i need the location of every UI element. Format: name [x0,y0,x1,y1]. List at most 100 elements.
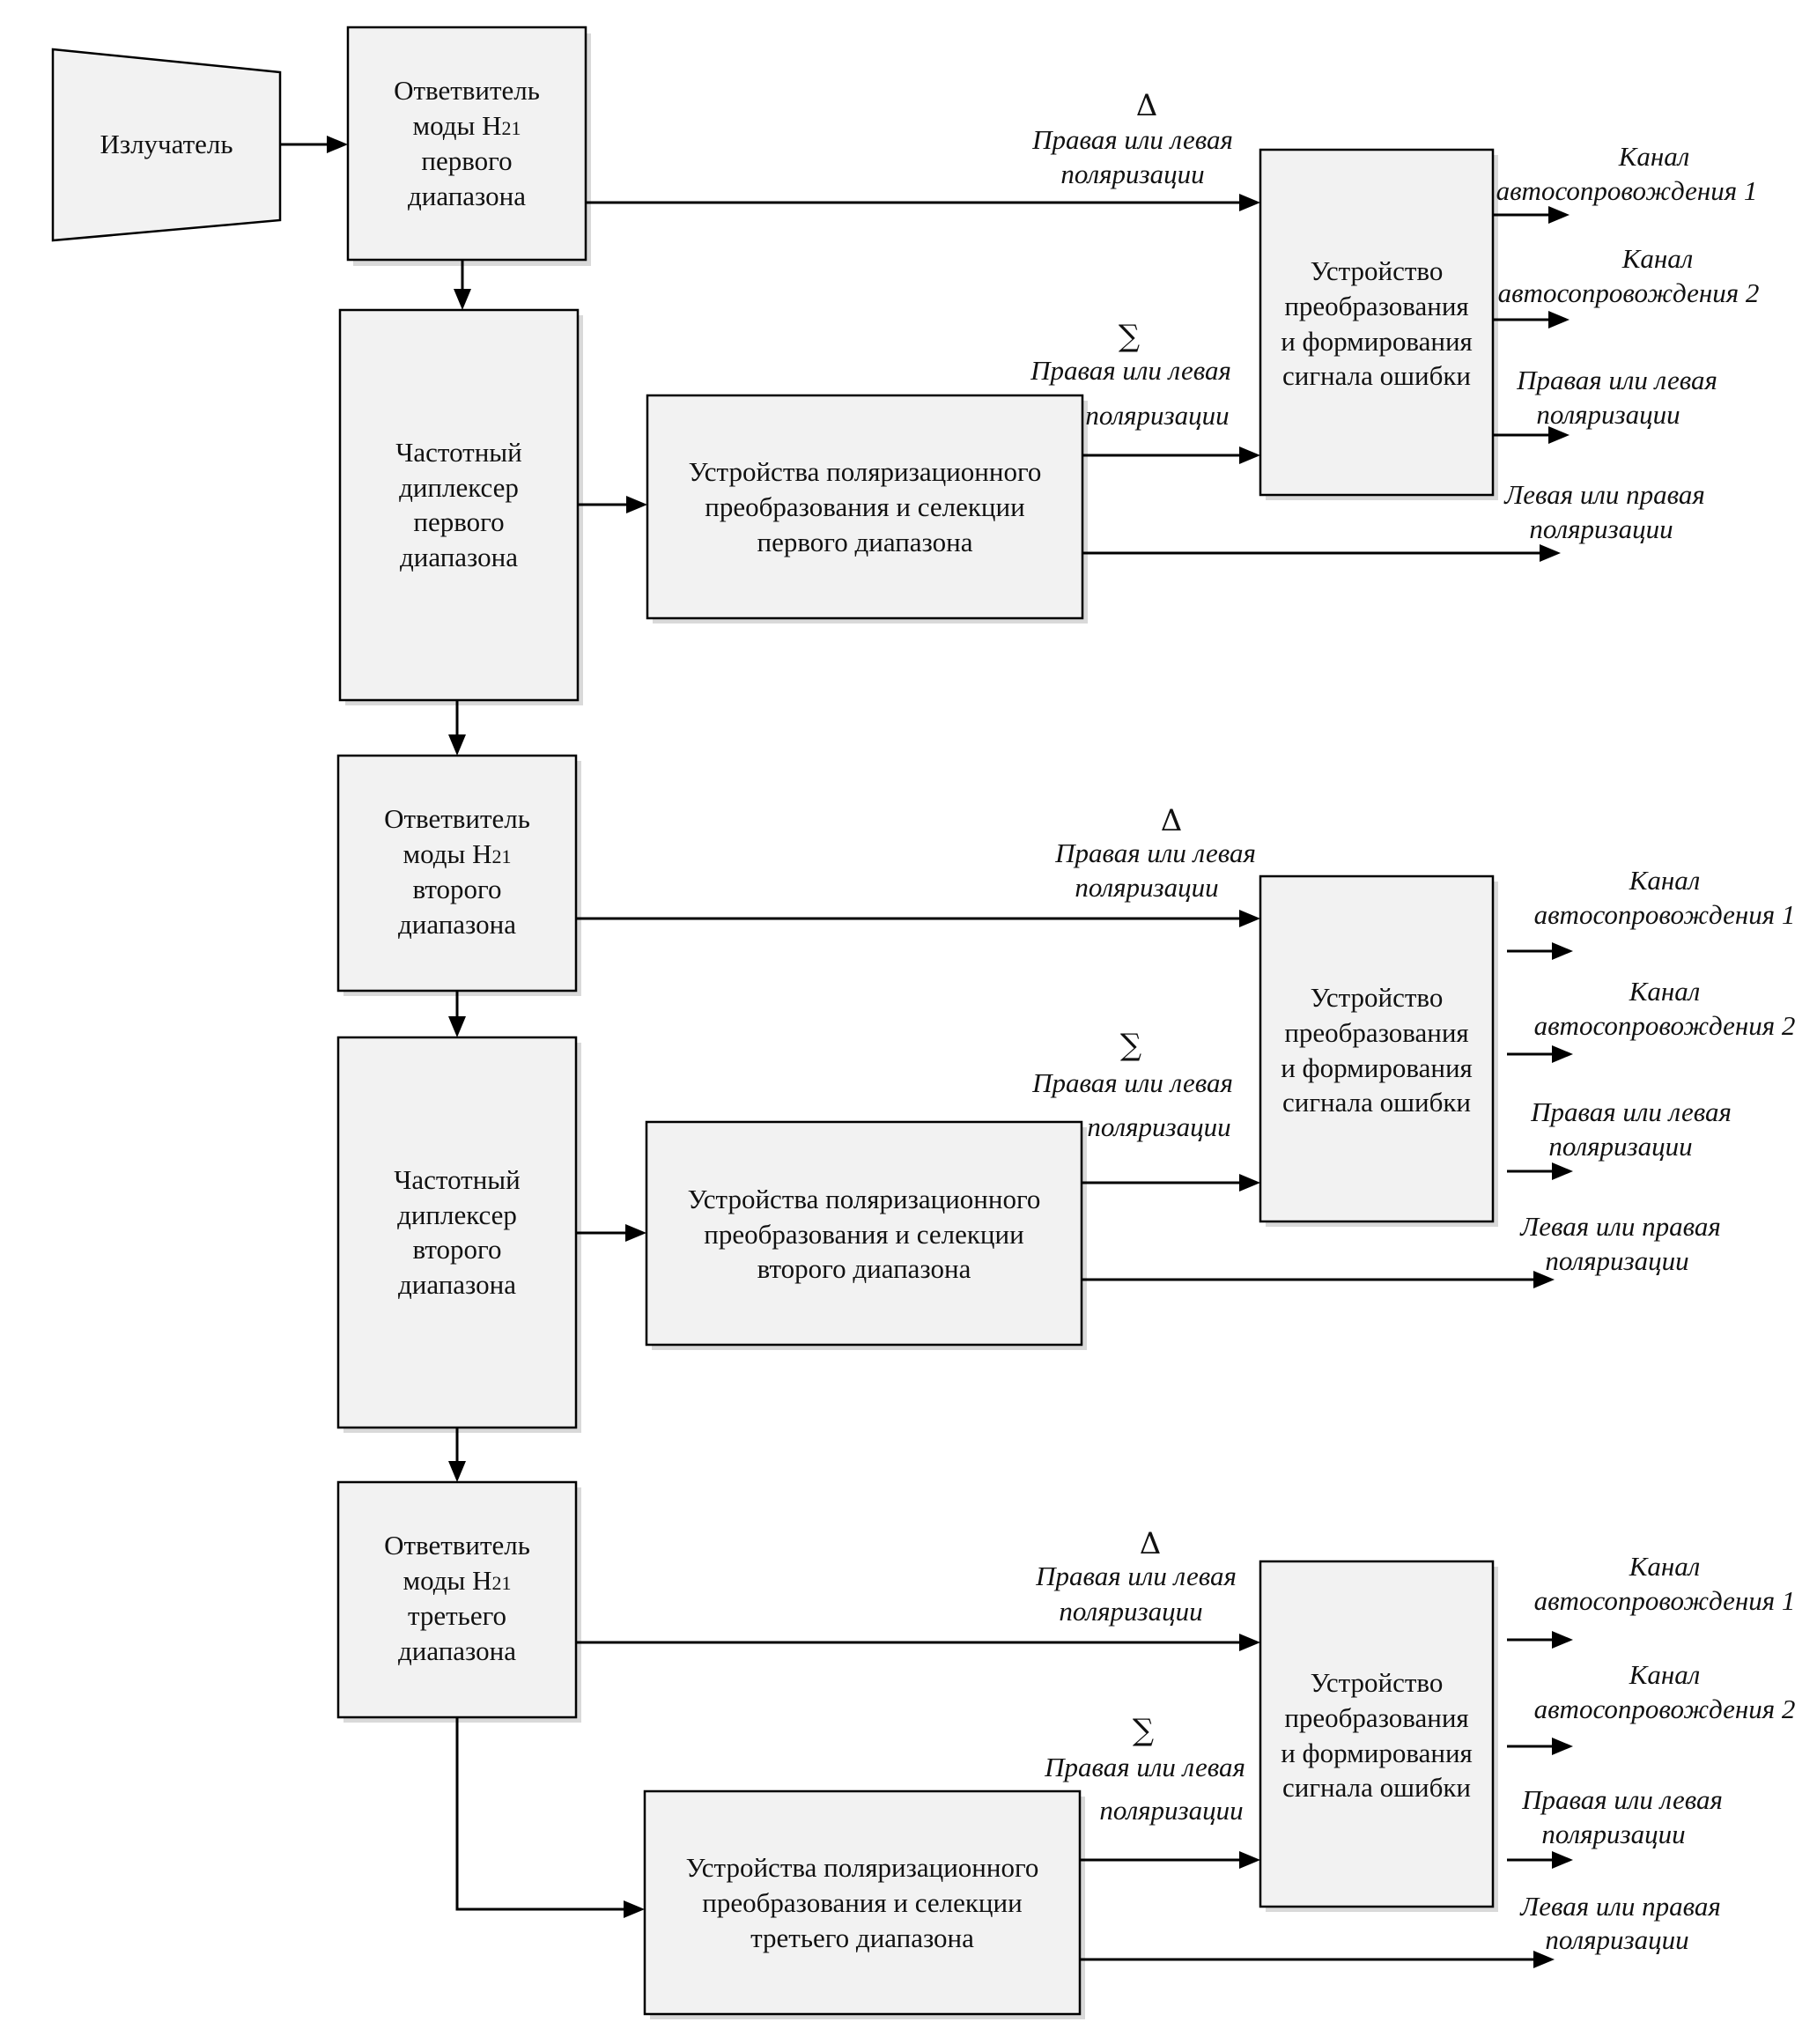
svg-text:Канал: Канал [1629,865,1700,896]
svg-text:диапазона: диапазона [398,1635,516,1666]
svg-text:Правая или левая: Правая или левая [1530,1096,1732,1127]
svg-text:Устройство: Устройство [1311,982,1444,1013]
svg-text:поляризации: поляризации [1087,1111,1230,1142]
svg-text:автосопровождения 2: автосопровождения 2 [1534,1693,1796,1724]
polarization-block-1 [646,394,1084,620]
svg-text:сигнала ошибки: сигнала ошибки [1282,1772,1471,1803]
svg-text:преобразования: преобразования [1284,1702,1468,1733]
delta-symbol: Δ [1136,88,1158,123]
converter-label-3: Устройство преобразования и формирования… [1281,1667,1473,1803]
svg-text:Устройство: Устройство [1311,255,1444,286]
svg-text:поляризации: поляризации [1099,1795,1243,1826]
svg-text:преобразования: преобразования [1284,1017,1468,1048]
svg-text:преобразования и селекции: преобразования и селекции [705,491,1024,522]
polarization-block-3 [643,1789,1082,2016]
svg-text:∑: ∑ [1120,1028,1141,1063]
coupler-block-2 [336,754,578,992]
svg-text:диапазона: диапазона [400,542,518,572]
svg-text:первого диапазона: первого диапазона [757,527,973,557]
svg-text:первого: первого [421,145,512,176]
svg-text:Канал: Канал [1629,1551,1700,1582]
sigma-symbol: ∑ [1119,319,1140,354]
coupler-label-2: Ответвитель моды H21 второго диапазона [384,803,530,940]
svg-text:Устройства поляризационного: Устройства поляризационного [686,1852,1039,1883]
svg-text:моды H21: моды H21 [403,838,512,869]
svg-text:Правая или левая: Правая или левая [1030,355,1231,386]
svg-text:Левая или правая: Левая или правая [1503,479,1705,510]
svg-text:третьего: третьего [408,1600,506,1631]
coupler-label-3: Ответвитель моды H21 третьего диапазона [384,1530,530,1666]
svg-text:преобразования и селекции: преобразования и селекции [702,1887,1022,1918]
svg-text:второго диапазона: второго диапазона [757,1253,971,1284]
svg-text:автосопровождения 2: автосопровождения 2 [1534,1010,1796,1041]
polarization-block-2 [645,1120,1083,1347]
svg-text:сигнала ошибки: сигнала ошибки [1282,1087,1471,1118]
converter-label-1: Устройство преобразования и формирования… [1281,255,1473,391]
diplexer-label-2: Частотный диплексер второго диапазона [394,1164,520,1300]
svg-text:Канал: Канал [1621,243,1693,274]
svg-text:и формирования: и формирования [1281,326,1473,357]
svg-text:диапазона: диапазона [408,181,526,211]
svg-text:диапазона: диапазона [398,909,516,940]
svg-text:Ответвитель: Ответвитель [394,75,540,106]
svg-text:Правая или левая: Правая или левая [1044,1752,1245,1782]
svg-text:моды H21: моды H21 [403,1565,512,1596]
svg-text:Ответвитель: Ответвитель [384,1530,530,1561]
coupler-label-1: Ответвитель моды H21 первого диапазона [394,75,540,211]
emitter-block [51,48,282,242]
svg-text:диплексер: диплексер [397,1199,517,1230]
svg-text:второго: второго [413,1234,502,1265]
svg-text:диплексер: диплексер [399,472,519,503]
svg-text:Правая или левая: Правая или левая [1521,1784,1723,1815]
svg-text:поляризации: поляризации [1541,1819,1685,1849]
svg-text:поляризации: поляризации [1075,872,1218,903]
labels-section-2: Δ Правая или левая поляризации ∑ Правая … [1031,803,1795,1276]
svg-text:поляризации: поляризации [1536,399,1680,430]
svg-text:Δ: Δ [1140,1526,1162,1561]
svg-text:автосопровождения 1: автосопровождения 1 [1534,1585,1796,1616]
svg-text:поляризации: поляризации [1060,159,1204,189]
diplexer-block-2 [336,1036,578,1429]
svg-text:поляризации: поляризации [1548,1131,1692,1162]
svg-text:поляризации: поляризации [1059,1596,1202,1627]
labels-section-3: Δ Правая или левая поляризации ∑ Правая … [1035,1526,1795,1955]
svg-text:и формирования: и формирования [1281,1738,1473,1768]
svg-text:Ответвитель: Ответвитель [384,803,530,834]
diplexer-block-1 [338,308,580,702]
converter-block-2 [1259,874,1495,1223]
svg-text:сигнала ошибки: сигнала ошибки [1282,360,1471,391]
svg-text:преобразования и селекции: преобразования и селекции [704,1219,1023,1250]
svg-text:третьего диапазона: третьего диапазона [750,1922,974,1953]
labels-section-1: Δ Правая или левая поляризации ∑ Правая … [1030,88,1759,544]
svg-text:Левая или правая: Левая или правая [1519,1211,1721,1242]
svg-text:Δ: Δ [1161,803,1183,838]
connectors [280,136,1573,1968]
svg-text:второго: второго [413,874,502,904]
svg-text:моды H21: моды H21 [413,110,521,141]
svg-text:Правая или левая: Правая или левая [1031,1067,1233,1098]
coupler-block-3 [336,1480,578,1719]
svg-text:Устройство: Устройство [1311,1667,1444,1698]
svg-text:Правая или левая: Правая или левая [1031,124,1233,155]
coupler-block-1 [346,26,587,262]
svg-text:Правая или левая: Правая или левая [1516,365,1717,395]
converter-block-3 [1259,1560,1495,1908]
svg-text:Канал: Канал [1618,141,1689,172]
svg-text:поляризации: поляризации [1545,1924,1688,1955]
svg-text:Правая или левая: Правая или левая [1035,1561,1237,1591]
converter-block-1 [1259,148,1495,497]
polarization-label-3: Устройства поляризационного преобразован… [686,1852,1039,1953]
svg-text:и формирования: и формирования [1281,1052,1473,1083]
converter-label-2: Устройство преобразования и формирования… [1281,982,1473,1118]
svg-text:поляризации: поляризации [1085,400,1229,431]
svg-text:первого: первого [413,506,504,537]
svg-text:Частотный: Частотный [394,1164,520,1195]
svg-text:∑: ∑ [1133,1713,1154,1748]
svg-text:Канал: Канал [1629,1659,1700,1690]
svg-text:Устройства поляризационного: Устройства поляризационного [689,456,1042,487]
svg-text:поляризации: поляризации [1529,513,1673,544]
svg-text:Частотный: Частотный [395,437,521,468]
svg-text:диапазона: диапазона [398,1269,516,1300]
svg-text:Правая или левая: Правая или левая [1054,838,1256,868]
